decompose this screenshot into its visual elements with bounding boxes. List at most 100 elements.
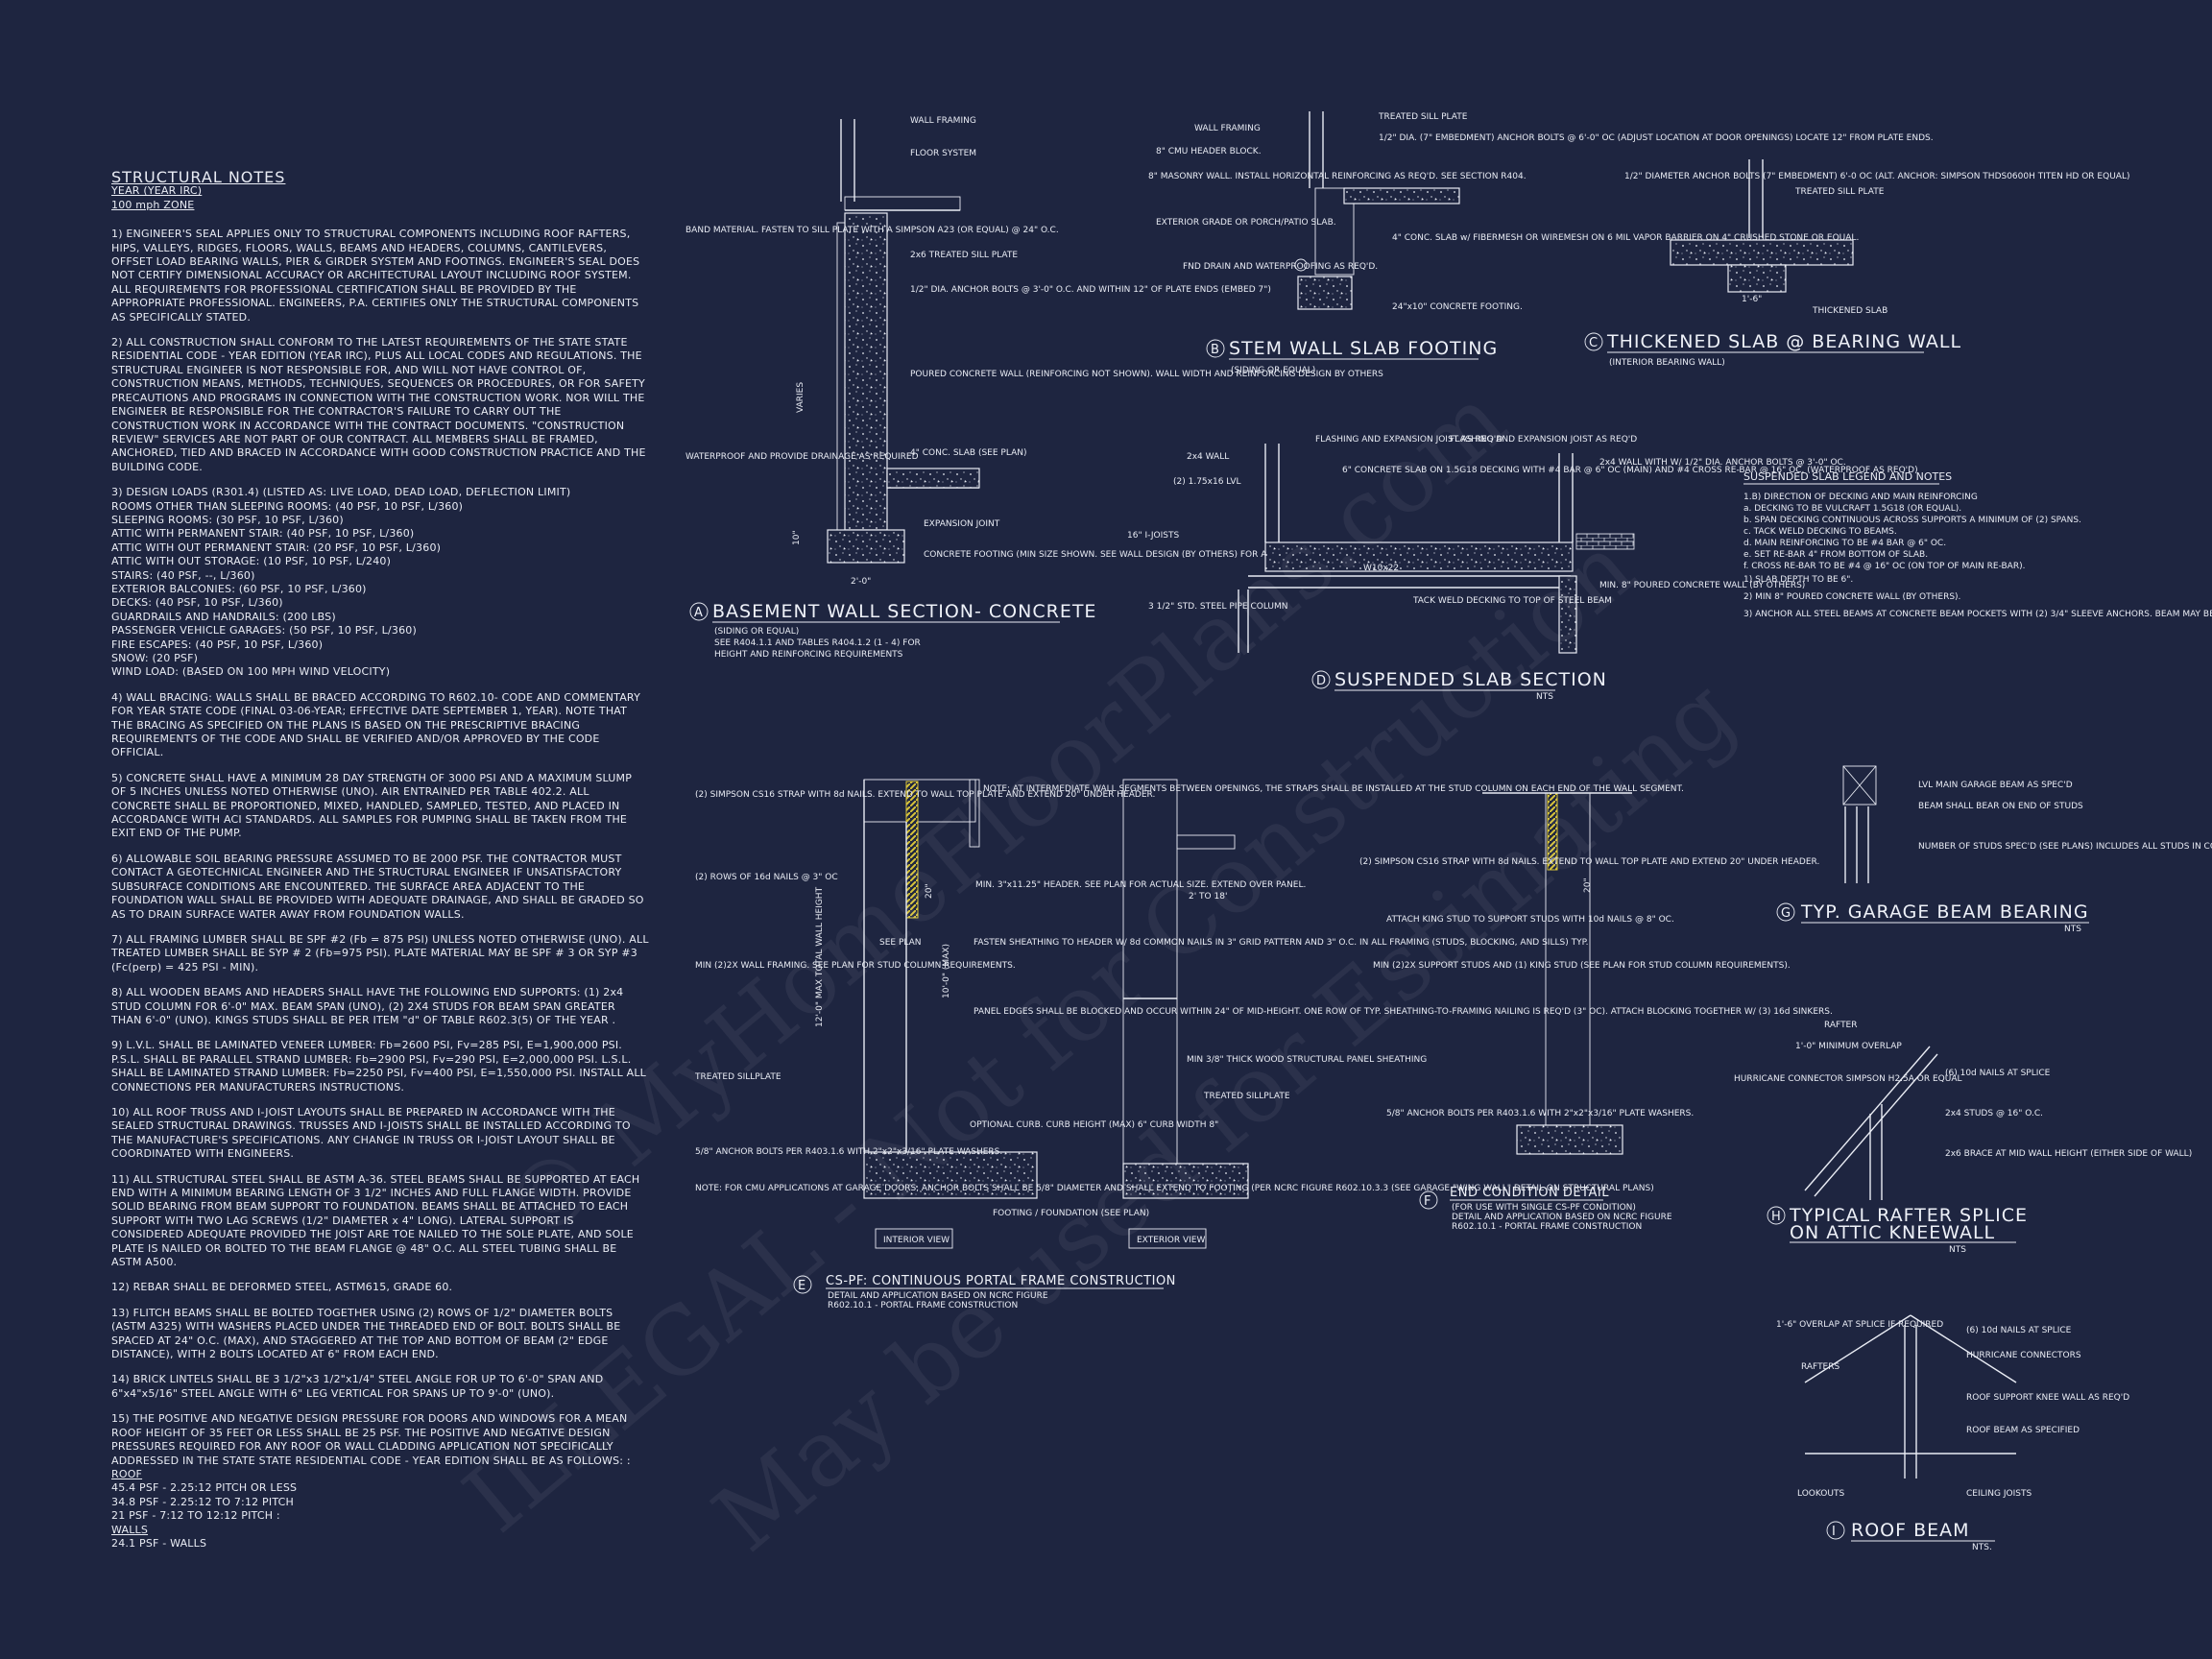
roof-heading: ROOF xyxy=(111,1467,143,1480)
label: VARIES xyxy=(796,382,805,413)
label: 16" I-JOISTS xyxy=(1127,531,1179,541)
label: FASTEN SHEATHING TO HEADER W/ 8d COMMON … xyxy=(974,938,1588,948)
label: ATTACH KING STUD TO SUPPORT STUDS WITH 1… xyxy=(1386,915,1674,925)
label: ROOF BEAM AS SPECIFIED xyxy=(1966,1426,2080,1435)
notes-subtitle: 100 mph ZONE xyxy=(111,198,195,211)
label: NUMBER OF STUDS SPEC'D (SEE PLANS) INCLU… xyxy=(1918,842,2212,852)
label: 4" CONC. SLAB (SEE PLAN) xyxy=(910,448,1026,458)
label: 8" MASONRY WALL. INSTALL HORIZONTAL REIN… xyxy=(1148,172,1527,181)
label: 3 1/2" STD. STEEL PIPE COLUMN xyxy=(1148,602,1287,612)
detail-tag: H xyxy=(1771,1210,1781,1224)
label: LVL MAIN GARAGE BEAM AS SPEC'D xyxy=(1918,781,2073,790)
note-line: ROOMS OTHER THAN SLEEPING ROOMS: (40 PSF… xyxy=(111,499,464,513)
note-line: 24.1 PSF - WALLS xyxy=(111,1536,207,1550)
label: EXTERIOR GRADE OR PORCH/PATIO SLAB. xyxy=(1156,218,1336,228)
view-label: INTERIOR VIEW xyxy=(883,1236,950,1245)
detail-tag: D xyxy=(1316,674,1327,688)
note-line: ATTIC WITH OUT STORAGE: (10 PSF, 10 PSF,… xyxy=(111,555,392,568)
detail-title: SUSPENDED SLAB SECTION xyxy=(1334,669,1607,690)
note-paragraph: 5) CONCRETE SHALL HAVE A MINIMUM 28 DAY … xyxy=(111,771,633,840)
label: 2'-0" xyxy=(851,577,871,587)
label: 8" CMU HEADER BLOCK. xyxy=(1156,147,1262,156)
label: WALL FRAMING xyxy=(910,116,976,126)
legend-line: 1) SLAB DEPTH TO BE 6". xyxy=(1743,575,1853,585)
label: TREATED SILL PLATE xyxy=(1378,112,1468,122)
detail-title: END CONDITION DETAIL xyxy=(1450,1186,1609,1200)
detail-g-garage-beam: LVL MAIN GARAGE BEAM AS SPEC'D BEAM SHAL… xyxy=(1776,765,2212,934)
detail-d-suspended-slab: 2x4 WALL (2) 1.75x16 LVL 16" I-JOISTS 3 … xyxy=(1127,435,1918,702)
label: (2) SIMPSON CS16 STRAP WITH 8d NAILS. EX… xyxy=(695,790,1155,800)
label: WATERPROOF AND PROVIDE DRAINAGE AS REQUI… xyxy=(685,452,919,462)
label: CONCRETE FOOTING (MIN SIZE SHOWN. SEE WA… xyxy=(924,550,1320,560)
legend-line: f. CROSS RE-BAR TO BE #4 @ 16" OC (ON TO… xyxy=(1743,562,2025,571)
detail-f-end-condition: (2) SIMPSON CS16 STRAP WITH 8d NAILS. EX… xyxy=(1359,792,1819,1232)
note-line: GUARDRAILS AND HANDRAILS: (200 LBS) xyxy=(111,610,336,623)
note-line: 45.4 PSF - 2.25:12 PITCH OR LESS xyxy=(111,1481,298,1495)
label: FOOTING / FOUNDATION (SEE PLAN) xyxy=(993,1209,1149,1218)
note-paragraph: 6) ALLOWABLE SOIL BEARING PRESSURE ASSUM… xyxy=(111,852,644,921)
detail-b-stem-wall: WALL FRAMING 8" CMU HEADER BLOCK. 8" MAS… xyxy=(1148,111,1934,375)
label: 6" CONCRETE SLAB ON 1.5G18 DECKING WITH … xyxy=(1342,466,1918,475)
detail-sub: SEE R404.1.1 AND TABLES R404.1.2 (1 - 4)… xyxy=(714,638,921,648)
note-line: PASSENGER VEHICLE GARAGES: (50 PSF, 10 P… xyxy=(111,624,417,637)
detail-sub: R602.10.1 - PORTAL FRAME CONSTRUCTION xyxy=(1452,1222,1642,1232)
note-paragraph: 4) WALL BRACING: WALLS SHALL BE BRACED A… xyxy=(111,690,640,759)
detail-tag: E xyxy=(798,1279,806,1293)
label: FLASHING AND EXPANSION JOIST AS REQ'D xyxy=(1315,435,1503,445)
note-line: EXTERIOR BALCONIES: (60 PSF, 10 PSF, L/3… xyxy=(111,582,367,595)
label: THICKENED SLAB xyxy=(1812,306,1887,316)
label: 1'-6" xyxy=(1742,295,1762,304)
label: 4" CONC. SLAB w/ FIBERMESH OR WIREMESH O… xyxy=(1392,233,1859,243)
structural-notes: STRUCTURAL NOTES YEAR (YEAR IRC) 100 mph… xyxy=(111,169,649,1551)
label: 1/2" DIAMETER ANCHOR BOLTS (7" EMBEDMENT… xyxy=(1624,172,2129,181)
detail-title: BASEMENT WALL SECTION- CONCRETE xyxy=(712,601,1096,622)
label: POURED CONCRETE WALL (REINFORCING NOT SH… xyxy=(910,370,1383,379)
note-line: DECKS: (40 PSF, 10 PSF, L/360) xyxy=(111,596,283,610)
label: LOOKOUTS xyxy=(1797,1489,1844,1499)
label: BEAM SHALL BEAR ON END OF STUDS xyxy=(1918,802,2083,811)
nts-label: NTS xyxy=(1536,692,1553,702)
detail-title: TYP. GARAGE BEAM BEARING xyxy=(1800,902,2089,923)
label: OPTIONAL CURB. CURB HEIGHT (MAX) 6" CURB… xyxy=(970,1120,1218,1130)
detail-tag: B xyxy=(1211,343,1219,357)
label: TACK WELD DECKING TO TOP OF STEEL BEAM xyxy=(1412,596,1612,606)
note-paragraph: 14) BRICK LINTELS SHALL BE 3 1/2"x3 1/2"… xyxy=(111,1373,604,1400)
note-line: 3) DESIGN LOADS (R301.4) (LISTED AS: LIV… xyxy=(111,486,571,499)
note-line: WIND LOAD: (BASED ON 100 MPH WIND VELOCI… xyxy=(111,665,391,679)
label: ROOF SUPPORT KNEE WALL AS REQ'D xyxy=(1966,1393,2129,1403)
detail-sub: DETAIL AND APPLICATION BASED ON NCRC FIG… xyxy=(1452,1213,1672,1222)
label: MIN (2)2X SUPPORT STUDS AND (1) KING STU… xyxy=(1373,961,1791,971)
label: HURRICANE CONNECTORS xyxy=(1966,1351,2081,1360)
legend-line: c. TACK WELD DECKING TO BEAMS. xyxy=(1743,527,1897,537)
note-paragraph: 10) ALL ROOF TRUSS AND I-JOIST LAYOUTS S… xyxy=(111,1105,631,1161)
detail-sub: (INTERIOR BEARING WALL) xyxy=(1609,358,1725,368)
label: 10" xyxy=(792,530,802,545)
note-line: 34.8 PSF - 2.25:12 TO 7:12 PITCH xyxy=(111,1495,294,1508)
nts-label: NTS xyxy=(1949,1245,1966,1255)
legend-title: SUSPENDED SLAB LEGEND AND NOTES xyxy=(1743,470,1952,483)
detail-tag: G xyxy=(1781,906,1791,921)
note-line: 21 PSF - 7:12 TO 12:12 PITCH : xyxy=(111,1509,280,1523)
label: HURRICANE CONNECTOR SIMPSON H2.5A OR EQU… xyxy=(1734,1074,1962,1084)
label: (6) 10d NAILS AT SPLICE xyxy=(1966,1326,2072,1335)
detail-title: STEM WALL SLAB FOOTING xyxy=(1229,338,1498,359)
note-line: ATTIC WITH OUT PERMANENT STAIR: (20 PSF,… xyxy=(111,541,442,554)
label: RAFTERS xyxy=(1801,1362,1840,1372)
label: TREATED SILLPLATE xyxy=(694,1072,781,1082)
notes-subtitle: YEAR (YEAR IRC) xyxy=(111,184,203,198)
note-line: SNOW: (20 PSF) xyxy=(111,652,199,664)
legend-line: 1.B) DIRECTION OF DECKING AND MAIN REINF… xyxy=(1743,493,1978,502)
label: (2) 1.75x16 LVL xyxy=(1173,477,1240,487)
label: FLASHING AND EXPANSION JOIST AS REQ'D xyxy=(1450,435,1637,445)
label: EXPANSION JOINT xyxy=(924,519,1000,529)
label: NOTE: AT INTERMEDIATE WALL SEGMENTS BETW… xyxy=(983,784,1684,794)
detail-sub: (SIDING OR EQUAL) xyxy=(714,627,799,637)
detail-sub: (SIDING OR EQUAL) xyxy=(1231,366,1315,375)
detail-tag: F xyxy=(1424,1194,1431,1209)
view-label: EXTERIOR VIEW xyxy=(1137,1236,1205,1245)
label: (6) 10d NAILS AT SPLICE xyxy=(1945,1069,2051,1078)
label: 1'-0" MINIMUM OVERLAP xyxy=(1795,1042,1902,1051)
detail-sub: R602.10.1 - PORTAL FRAME CONSTRUCTION xyxy=(828,1301,1018,1310)
detail-tag: C xyxy=(1589,336,1599,350)
